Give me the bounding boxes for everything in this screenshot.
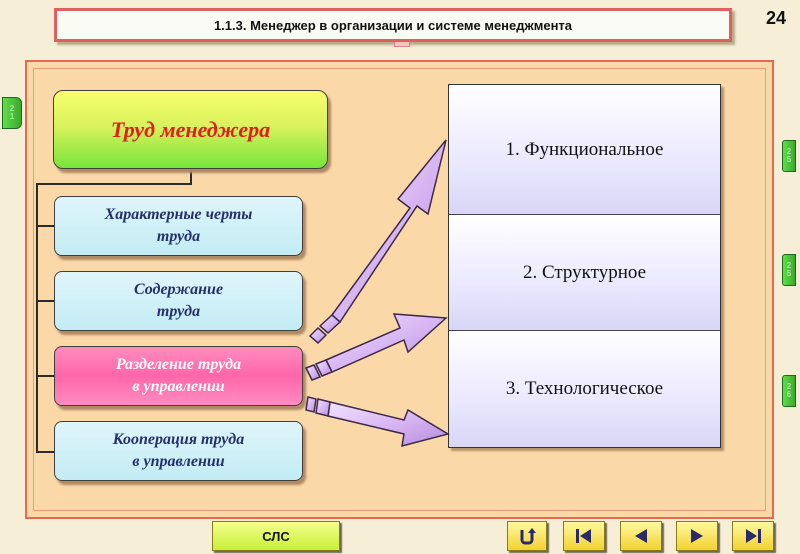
division-types-table: 1. Функциональное 2. Структурное 3. Техн… [448, 84, 721, 448]
connector-item-3 [36, 375, 54, 377]
main-card-labor: Труд менеджера [53, 90, 328, 169]
previous-icon [635, 529, 647, 543]
last-page-icon [746, 529, 761, 543]
card-labor-cooperation[interactable]: Кооперация труда в управлении [54, 421, 303, 481]
sls-button[interactable]: СЛС [212, 521, 340, 551]
division-type-label: 3. Технологическое [505, 378, 664, 399]
first-page-button[interactable] [563, 521, 605, 551]
nav-digit: 6 [786, 390, 792, 399]
card-line: в управлении [132, 378, 225, 395]
last-page-button[interactable] [732, 521, 774, 551]
nav-back-slide[interactable]: 2 1 [2, 97, 22, 129]
first-page-icon [576, 529, 591, 543]
page-title: 1.1.3. Менеджер в организации и системе … [213, 17, 573, 33]
nav-digit: 1 [9, 112, 15, 121]
division-type-structural[interactable]: 2. Структурное [449, 215, 720, 331]
connector-item-2 [36, 300, 54, 302]
nav-digit: 2 [786, 147, 792, 156]
division-type-functional[interactable]: 1. Функциональное [449, 85, 720, 215]
sls-button-label: СЛС [262, 528, 290, 544]
division-type-label: 1. Функциональное [505, 138, 664, 160]
main-card-label: Труд менеджера [110, 116, 271, 142]
card-line: Разделение труда [115, 356, 242, 374]
next-button[interactable] [676, 521, 718, 551]
nav-slide-link-1[interactable]: 2 5 [782, 140, 796, 172]
previous-button[interactable] [620, 521, 662, 551]
connector-horizontal [36, 183, 192, 185]
connector-vertical [36, 183, 38, 453]
connector-main-down [190, 169, 192, 184]
nav-slide-link-3[interactable]: 2 6 [782, 375, 796, 407]
connector-item-4 [36, 451, 54, 453]
next-icon [691, 529, 703, 543]
nav-digit: 5 [786, 155, 792, 164]
nav-digit: 2 [786, 261, 792, 270]
card-line: в управлении [132, 453, 225, 470]
division-type-technological[interactable]: 3. Технологическое [449, 331, 720, 447]
card-line: Кооперация труда [112, 431, 245, 449]
nav-digit: 5 [786, 269, 792, 278]
page-title-bar: 1.1.3. Менеджер в организации и системе … [54, 8, 732, 42]
card-labor-features[interactable]: Характерные черты труда [54, 196, 303, 256]
card-labor-division[interactable]: Разделение труда в управлении [54, 346, 303, 406]
title-tab [394, 42, 410, 47]
nav-digit: 2 [786, 382, 792, 391]
card-line: Содержание [133, 281, 224, 299]
card-line: труда [156, 228, 201, 245]
return-icon [520, 528, 536, 545]
connector-item-1 [36, 225, 54, 227]
nav-digit: 2 [9, 104, 15, 113]
card-line: труда [156, 303, 201, 320]
card-line: Характерные черты [104, 206, 253, 224]
nav-slide-link-2[interactable]: 2 5 [782, 254, 796, 286]
return-button[interactable] [507, 521, 547, 551]
card-labor-content[interactable]: Содержание труда [54, 271, 303, 331]
division-type-label: 2. Структурное [522, 261, 647, 283]
page-number: 24 [766, 8, 787, 28]
